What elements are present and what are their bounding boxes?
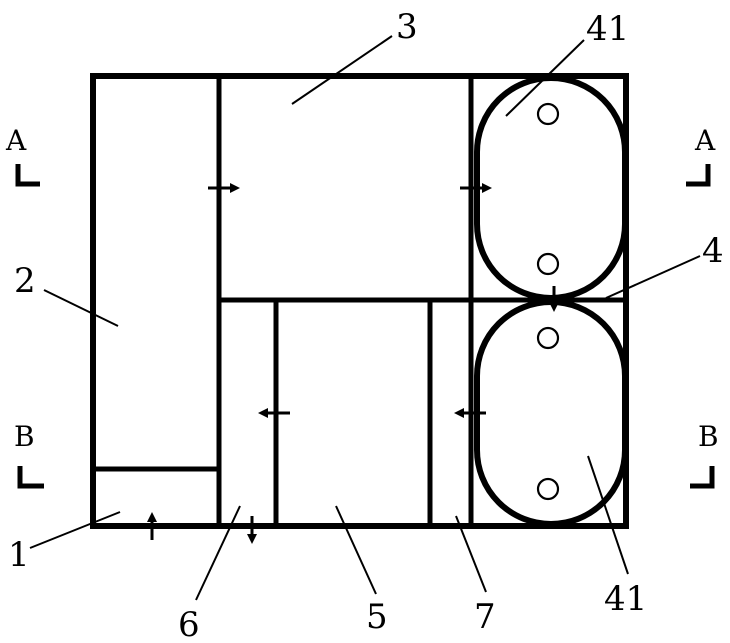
port-circle: [536, 477, 560, 501]
leader-6: [195, 505, 241, 601]
leader-1: [29, 511, 121, 549]
section-letter: A: [5, 124, 27, 157]
leader-3: [291, 35, 393, 105]
leader-41-top: [505, 39, 585, 117]
label-2: 2: [14, 261, 36, 301]
flow-arrow-up: [147, 512, 157, 540]
section-marker-b-right: B: [690, 420, 719, 489]
section-marker-a-left: A: [5, 124, 40, 187]
label-4: 4: [702, 231, 724, 271]
flow-arrow-down: [247, 516, 257, 544]
label-3: 3: [396, 7, 418, 47]
section-letter: A: [694, 124, 716, 157]
flow-arrow-down: [549, 286, 559, 312]
port-circle: [536, 252, 560, 276]
label-6: 6: [178, 605, 200, 643]
section-letter: B: [698, 420, 719, 453]
vessel-41-top: [474, 75, 628, 301]
flow-arrow-left: [454, 408, 486, 418]
leader-5: [335, 505, 377, 595]
label-7: 7: [474, 597, 496, 637]
leader-2: [43, 289, 119, 327]
section-letter: B: [14, 420, 35, 453]
flow-arrow-left: [258, 408, 290, 418]
section-marker-b-left: B: [14, 420, 44, 489]
leader-4: [605, 255, 701, 299]
label-41-bottom: 41: [604, 579, 647, 619]
vessel-41-bottom: [474, 299, 628, 527]
port-circle: [536, 102, 560, 126]
leader-41-bottom: [587, 455, 629, 575]
port-circle: [536, 326, 560, 350]
leader-7: [455, 515, 487, 593]
label-41-top: 41: [586, 9, 629, 49]
label-1: 1: [8, 535, 30, 575]
flow-arrow-right: [208, 183, 240, 193]
section-marker-a-right: A: [686, 124, 716, 187]
label-5: 5: [366, 597, 388, 637]
flow-arrow-right: [460, 183, 492, 193]
